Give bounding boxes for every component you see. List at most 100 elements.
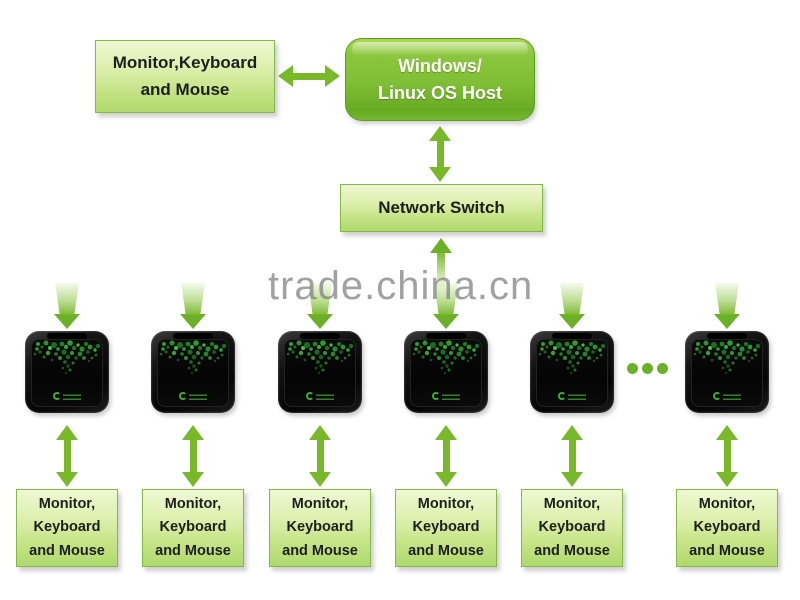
network-beam-down-arrow-icon <box>180 283 206 330</box>
client-column: Monitor, Keyboard and Mouse <box>130 283 256 567</box>
horizontal-double-arrow-icon <box>278 65 340 87</box>
switch-label: Network Switch <box>378 198 505 217</box>
device-vent-bar <box>426 333 466 339</box>
box-label-line: Keyboard <box>693 519 761 536</box>
box-label-line: and Mouse <box>140 79 230 99</box>
box-label-line: Keyboard <box>33 519 101 536</box>
cloud-terminal-device <box>151 331 235 413</box>
client-column: Monitor, Keyboard and Mouse <box>509 283 635 567</box>
arrowhead-down-icon <box>559 314 585 329</box>
box-label-line: Monitor, <box>291 496 349 513</box>
network-beam-down-arrow-icon <box>54 283 80 330</box>
arrow-shaft <box>293 72 325 80</box>
arrow-shaft <box>436 141 444 167</box>
beam-shaft <box>560 283 584 315</box>
logo-c-ring <box>432 392 440 400</box>
device-front-panel <box>31 339 103 407</box>
arrowhead-up-icon <box>56 425 78 440</box>
arrowhead-down-icon <box>54 314 80 329</box>
cloud-terminal-device <box>530 331 614 413</box>
box-label-line: Monitor, <box>38 496 96 513</box>
device-front-panel <box>157 339 229 407</box>
logo-c-ring <box>53 392 61 400</box>
monitor-keyboard-mouse-box-top: Monitor,Keyboard and Mouse <box>95 40 275 113</box>
device-front-panel <box>284 339 356 407</box>
foliage-pattern-icon <box>538 340 606 375</box>
logo-script-text <box>568 392 586 400</box>
network-beam-down-arrow-icon <box>559 283 585 330</box>
beam-shaft <box>55 283 79 315</box>
beam-shaft <box>181 283 205 315</box>
box-label-line: and Mouse <box>408 542 484 559</box>
device-vent-bar <box>300 333 340 339</box>
box-label-line: Keyboard <box>538 519 606 536</box>
arrowhead-down-icon <box>56 472 78 487</box>
vertical-double-arrow-icon <box>428 126 452 182</box>
vertical-double-arrow-icon <box>181 425 205 487</box>
arrowhead-down-icon <box>433 314 459 329</box>
network-switch-box: Network Switch <box>340 184 543 232</box>
device-vent-bar <box>552 333 592 339</box>
arrowhead-up-icon <box>716 425 738 440</box>
arrow-shaft <box>568 440 576 472</box>
ellipsis-dots-icon <box>627 363 668 374</box>
vertical-double-arrow-icon <box>434 425 458 487</box>
box-label-line: Monitor, <box>164 496 222 513</box>
device-vent-bar <box>173 333 213 339</box>
device-logo-icon <box>179 392 207 400</box>
arrowhead-up-icon <box>429 126 451 141</box>
cloud-terminal-device <box>404 331 488 413</box>
box-label-line: and Mouse <box>689 542 765 559</box>
box-label-line: and Mouse <box>534 542 610 559</box>
device-front-panel <box>410 339 482 407</box>
arrow-shaft <box>63 440 71 472</box>
arrowhead-up-icon <box>435 425 457 440</box>
box-label-line: Keyboard <box>159 519 227 536</box>
arrowhead-down-icon <box>309 472 331 487</box>
watermark-text: trade.china.cn <box>268 264 534 308</box>
logo-script-text <box>442 392 460 400</box>
device-logo-icon <box>306 392 334 400</box>
device-front-panel <box>691 339 763 407</box>
logo-c-ring <box>179 392 187 400</box>
network-beam-down-arrow-icon <box>307 283 333 330</box>
logo-script-text <box>63 392 81 400</box>
box-label-line: Monitor, <box>543 496 601 513</box>
device-logo-icon <box>558 392 586 400</box>
arrowhead-down-icon <box>182 472 204 487</box>
box-label-line: Monitor, <box>417 496 475 513</box>
logo-c-ring <box>713 392 721 400</box>
arrowhead-down-icon <box>714 314 740 329</box>
vertical-double-arrow-icon <box>560 425 584 487</box>
arrowhead-left-icon <box>278 65 293 87</box>
device-logo-icon <box>713 392 741 400</box>
arrow-shaft <box>442 440 450 472</box>
vertical-double-arrow-icon <box>715 425 739 487</box>
arrowhead-down-icon <box>561 472 583 487</box>
monitor-keyboard-mouse-box: Monitor, Keyboard and Mouse <box>142 489 244 567</box>
logo-script-text <box>316 392 334 400</box>
foliage-pattern-icon <box>693 340 761 375</box>
foliage-pattern-icon <box>286 340 354 375</box>
monitor-keyboard-mouse-box: Monitor, Keyboard and Mouse <box>676 489 778 567</box>
box-label-line: and Mouse <box>29 542 105 559</box>
monitor-keyboard-mouse-box: Monitor, Keyboard and Mouse <box>16 489 118 567</box>
foliage-pattern-icon <box>412 340 480 375</box>
beam-shaft <box>434 283 458 315</box>
device-front-panel <box>536 339 608 407</box>
os-host-box: Windows/ Linux OS Host <box>345 38 535 121</box>
device-logo-icon <box>53 392 81 400</box>
arrowhead-right-icon <box>325 65 340 87</box>
arrowhead-down-icon <box>429 167 451 182</box>
vertical-double-arrow-icon <box>55 425 79 487</box>
logo-script-text <box>189 392 207 400</box>
monitor-keyboard-mouse-box: Monitor, Keyboard and Mouse <box>395 489 497 567</box>
network-beam-down-arrow-icon <box>714 283 740 330</box>
box-label-line: and Mouse <box>282 542 358 559</box>
client-column: Monitor, Keyboard and Mouse <box>383 283 509 567</box>
box-label-line: Monitor,Keyboard <box>112 53 258 73</box>
arrowhead-down-icon <box>307 314 333 329</box>
arrowhead-up-icon <box>309 425 331 440</box>
logo-c-ring <box>558 392 566 400</box>
